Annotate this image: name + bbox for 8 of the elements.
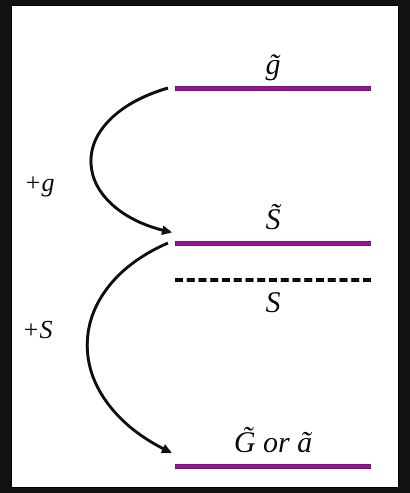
energy-level: S̃ [175,203,371,246]
curved-arrow [86,242,172,454]
edge-label: +S [22,315,53,345]
edge-label: +g [24,168,55,198]
curved-arrow [90,86,172,235]
energy-level: G̃ or ã [175,426,371,469]
dashed-energy-level: S [175,278,371,322]
energy-level: g̃ [175,48,371,91]
